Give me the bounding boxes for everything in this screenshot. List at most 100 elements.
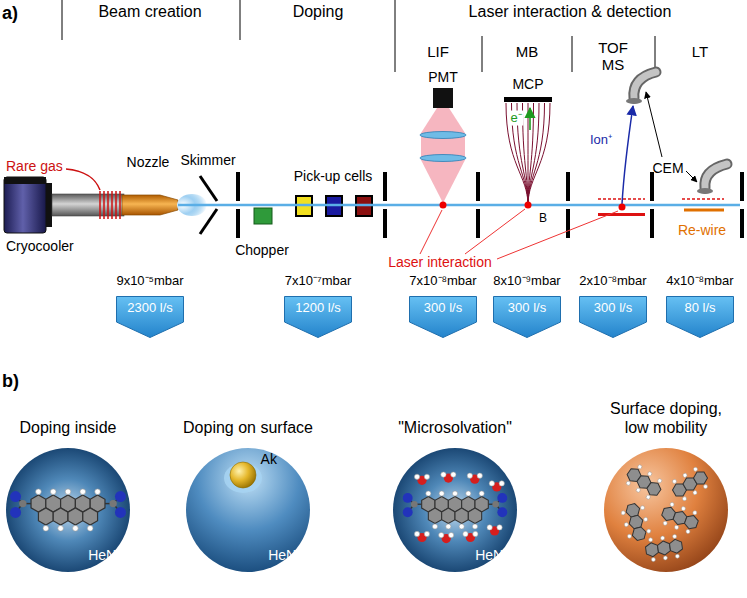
chamber-wall bbox=[383, 172, 387, 201]
cryocooler bbox=[4, 177, 46, 233]
chamber-wall bbox=[566, 209, 570, 238]
cem-detector bbox=[697, 188, 713, 194]
chamber-wall bbox=[740, 209, 744, 238]
chamber-wall bbox=[236, 209, 240, 238]
part-name: Re-wire bbox=[678, 222, 726, 238]
droplet-label: HeN bbox=[88, 547, 116, 563]
section-heading: Laser interaction & detection bbox=[469, 3, 672, 21]
part-name: Skimmer bbox=[180, 152, 235, 168]
section-divider bbox=[62, 0, 63, 40]
gas-coil bbox=[103, 191, 105, 219]
panel-letter: a) bbox=[2, 3, 18, 24]
cem-detector bbox=[705, 164, 727, 188]
dopant-illustration bbox=[403, 472, 508, 543]
droplet-label: HeN bbox=[268, 547, 296, 563]
pump-speed-badge: 300 l/s bbox=[409, 296, 477, 338]
gas-coil bbox=[111, 191, 113, 219]
cryocooler bbox=[4, 177, 124, 233]
part-name: PMT bbox=[428, 69, 458, 85]
panel-heading: Doping on surface bbox=[148, 419, 348, 437]
part-name: CEM bbox=[652, 160, 683, 176]
pump-speed: 80 l/s bbox=[684, 301, 715, 316]
panel-heading: Doping inside bbox=[0, 419, 168, 437]
cryocooler bbox=[4, 177, 46, 184]
droplet-body bbox=[393, 448, 517, 572]
chamber-wall bbox=[476, 209, 480, 238]
pump-arrow bbox=[667, 297, 734, 338]
lif-optics bbox=[420, 132, 466, 139]
magnetic-bottle bbox=[528, 103, 550, 205]
nozzle bbox=[122, 195, 178, 215]
section-heading: Doping bbox=[293, 3, 344, 21]
stage-name: LT bbox=[692, 43, 708, 60]
pump-speed-badge: 300 l/s bbox=[579, 296, 647, 338]
section-heading: Beam creation bbox=[98, 3, 201, 21]
cryocooler bbox=[46, 183, 52, 227]
gas-coil bbox=[100, 191, 120, 219]
droplet-body bbox=[6, 448, 130, 572]
part-name: Nozzle bbox=[127, 154, 170, 170]
tof-electrodes bbox=[598, 198, 645, 200]
cem-detector bbox=[634, 72, 656, 98]
cem-detector bbox=[626, 72, 727, 194]
panel-letter: b) bbox=[2, 371, 19, 392]
laser-leader bbox=[420, 210, 442, 254]
pump-arrow bbox=[285, 297, 352, 338]
droplet-body bbox=[604, 448, 728, 572]
pressure-value: 4x10⁻⁸mbar bbox=[666, 274, 733, 289]
chamber-wall bbox=[236, 172, 240, 201]
lif-optics bbox=[433, 88, 453, 108]
gas-line bbox=[66, 169, 100, 190]
pump-speed-badge: 80 l/s bbox=[666, 296, 734, 338]
pump-arrow bbox=[494, 297, 561, 338]
pressure-value: 9x10⁻⁵mbar bbox=[116, 274, 183, 289]
lif-optics bbox=[421, 108, 465, 203]
pump-arrow bbox=[580, 297, 647, 338]
leader-arrow bbox=[646, 92, 662, 157]
chopper bbox=[254, 208, 272, 224]
laser-interaction-point bbox=[440, 202, 447, 209]
cem-detector bbox=[634, 72, 656, 98]
leader-arrow bbox=[686, 171, 697, 182]
helium-droplet: "Microsolvation"HeN bbox=[392, 447, 518, 573]
pump-speed: 1200 l/s bbox=[295, 301, 341, 316]
chamber-wall bbox=[740, 172, 744, 201]
ion-trajectory bbox=[622, 106, 633, 204]
lif-optics bbox=[420, 155, 466, 162]
pressure-value: 2x10⁻⁸mbar bbox=[579, 274, 646, 289]
stage-name: MB bbox=[516, 43, 539, 60]
section-divider bbox=[395, 0, 396, 72]
laser-leader bbox=[497, 211, 618, 259]
gas-coil bbox=[119, 191, 121, 219]
skimmer bbox=[200, 176, 217, 201]
droplet-body bbox=[186, 448, 310, 572]
laser-interaction-point bbox=[525, 202, 532, 209]
gas-coil bbox=[115, 191, 117, 219]
cem-detector bbox=[705, 164, 727, 188]
dopant-illustration bbox=[10, 489, 126, 531]
pump-speed: 300 l/s bbox=[594, 301, 632, 316]
pump-speed-badge: 300 l/s bbox=[493, 296, 561, 338]
particle-label: e⁻ bbox=[508, 111, 523, 126]
field-label: B bbox=[539, 212, 547, 226]
section-divider bbox=[240, 0, 241, 40]
gas-coil bbox=[107, 191, 109, 219]
pressure-value: 8x10⁻⁹mbar bbox=[493, 274, 560, 289]
laser-leader bbox=[465, 209, 525, 254]
pump-speed-badge: 2300 l/s bbox=[116, 296, 184, 338]
pump-speed-badge: 1200 l/s bbox=[284, 296, 352, 338]
dopant-illustration bbox=[620, 462, 712, 563]
annotation: Laser interaction bbox=[388, 254, 492, 270]
part-name: Cryocooler bbox=[6, 238, 74, 254]
pump-speed: 2300 l/s bbox=[127, 301, 173, 316]
electron-arrow bbox=[529, 108, 531, 130]
helium-droplet: Doping insideHeN bbox=[5, 447, 131, 573]
molecular-beam bbox=[178, 204, 740, 207]
skimmer bbox=[200, 209, 217, 234]
droplet-label: HeN bbox=[475, 547, 503, 563]
part-name: Pick-up cells bbox=[294, 168, 373, 184]
chamber-wall bbox=[383, 209, 387, 238]
pressure-value: 7x10⁻⁷mbar bbox=[285, 274, 352, 289]
panel-heading: "Microsolvation" bbox=[355, 419, 555, 437]
